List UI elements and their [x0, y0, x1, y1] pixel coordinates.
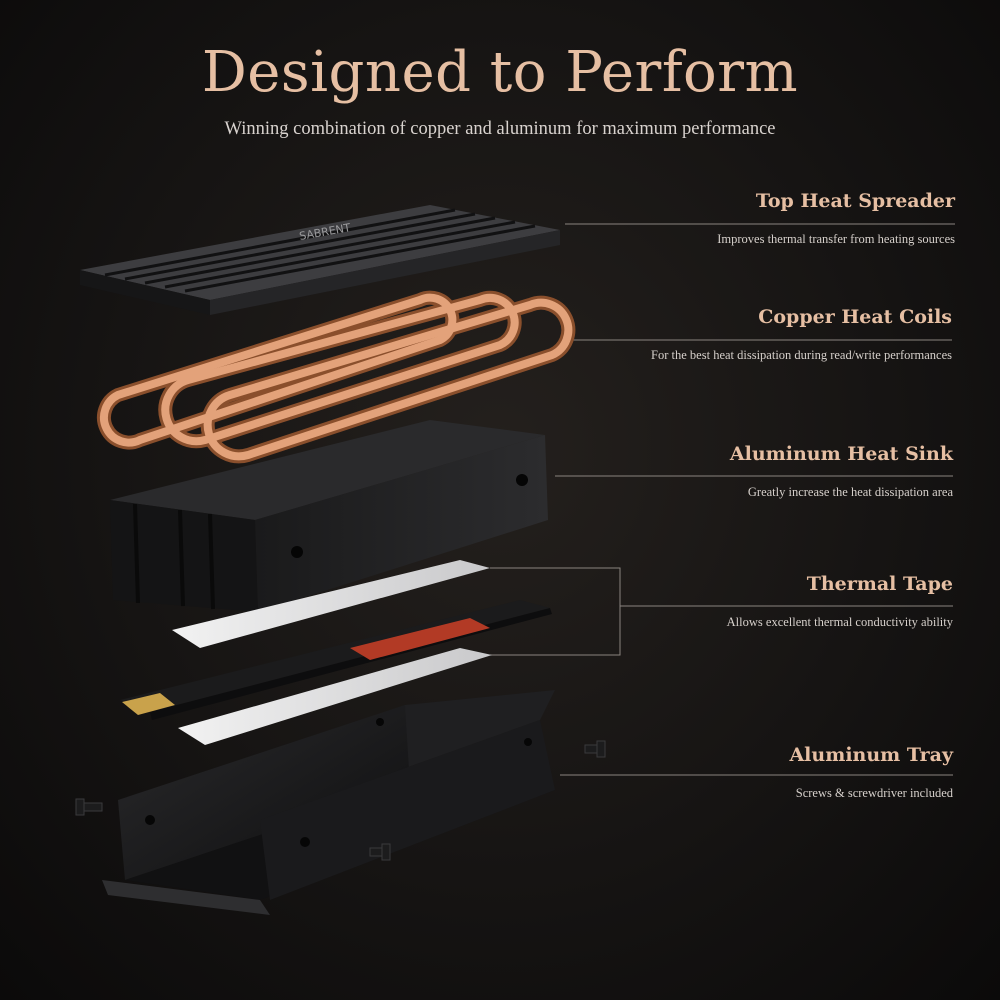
aluminum-heat-sink	[110, 420, 548, 612]
component-description: Improves thermal transfer from heating s…	[717, 232, 955, 246]
screw-icon	[369, 843, 391, 861]
page-title: Designed to Perform	[201, 40, 799, 105]
callout-copper-heat-coils: Copper Heat Coils For the best heat diss…	[651, 306, 952, 363]
top-heat-spreader: SABRENT	[80, 205, 560, 315]
aluminum-tray	[102, 690, 555, 915]
callout-aluminum-tray: Aluminum Tray Screws & screwdriver inclu…	[789, 744, 953, 801]
screw-icon	[584, 740, 606, 758]
callout-aluminum-heat-sink: Aluminum Heat Sink Greatly increase the …	[730, 443, 953, 500]
component-description: Allows excellent thermal conductivity ab…	[726, 615, 953, 629]
component-description: Screws & screwdriver included	[795, 786, 953, 800]
component-name: Thermal Tape	[806, 573, 953, 595]
copper-heat-coils	[96, 290, 576, 464]
m2-ssd	[120, 600, 552, 720]
component-description: Greatly increase the heat dissipation ar…	[747, 485, 953, 499]
thermal-tape-top	[172, 560, 490, 648]
component-description: For the best heat dissipation during rea…	[651, 348, 952, 362]
leader-lines	[490, 223, 955, 776]
screw-icon	[75, 798, 103, 816]
component-name: Aluminum Tray	[789, 744, 953, 766]
component-name: Aluminum Heat Sink	[729, 443, 953, 465]
callout-thermal-tape: Thermal Tape Allows excellent thermal co…	[727, 573, 953, 630]
component-name: Copper Heat Coils	[758, 306, 952, 328]
page-subtitle: Winning combination of copper and alumin…	[224, 119, 776, 139]
screws	[75, 740, 606, 861]
thermal-tape-bottom	[178, 648, 492, 745]
component-name: Top Heat Spreader	[755, 190, 955, 212]
callout-top-heat-spreader: Top Heat Spreader Improves thermal trans…	[717, 190, 955, 247]
